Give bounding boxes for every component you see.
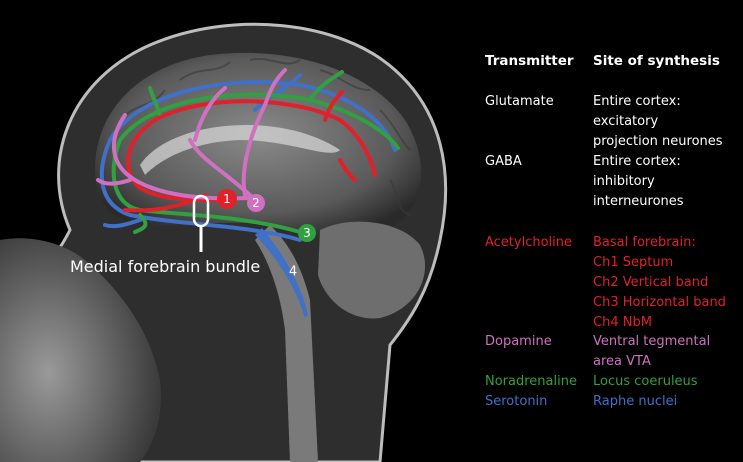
row-acetylcholine-site: Basal forebrain: Ch1 Septum Ch2 Vertical… bbox=[593, 235, 726, 330]
brainstem bbox=[255, 225, 318, 462]
row-serotonin-site: Raphe nuclei bbox=[593, 394, 678, 409]
row-dopamine-transmitter: Dopamine bbox=[485, 334, 552, 349]
row-noradrenaline-site: Locus coeruleus bbox=[593, 374, 698, 389]
cerebellum bbox=[318, 221, 426, 319]
mri-sagittal-scan: 1 2 3 4 bbox=[0, 22, 448, 462]
corpus-callosum bbox=[140, 124, 340, 175]
nucleus-1-marker: 1 bbox=[217, 189, 237, 209]
row-gaba-transmitter: GABA bbox=[485, 154, 522, 169]
nucleus-3-label: 3 bbox=[303, 226, 311, 240]
header-transmitter: Transmitter bbox=[485, 53, 574, 69]
serotonin-pathway bbox=[99, 73, 397, 242]
row-glutamate-transmitter: Glutamate bbox=[485, 94, 554, 109]
gyri-texture bbox=[119, 57, 411, 216]
nucleus-3-marker: 3 bbox=[298, 224, 316, 242]
nucleus-1-label: 1 bbox=[223, 192, 231, 206]
row-acetylcholine-transmitter: Acetylcholine bbox=[485, 235, 573, 250]
dopamine-pathway bbox=[96, 68, 287, 202]
bundle-label: Medial forebrain bundle bbox=[70, 257, 261, 276]
serotonin-stream bbox=[255, 228, 308, 318]
row-dopamine-site: Ventral tegmental area VTA bbox=[593, 334, 711, 369]
face-region bbox=[0, 238, 161, 462]
row-serotonin-transmitter: Serotonin bbox=[485, 394, 548, 409]
nucleus-2-marker: 2 bbox=[247, 194, 265, 212]
row-noradrenaline-transmitter: Noradrenaline bbox=[485, 374, 577, 389]
header-site: Site of synthesis bbox=[593, 53, 720, 69]
row-glutamate-site: Entire cortex: excitatory projection neu… bbox=[593, 94, 723, 149]
nucleus-4-label: 4 bbox=[289, 265, 297, 280]
row-gaba-site: Entire cortex: inhibitory interneurones bbox=[593, 154, 684, 209]
nucleus-4-marker: 4 bbox=[289, 265, 297, 280]
nucleus-2-label: 2 bbox=[252, 196, 260, 210]
medial-forebrain-bundle-marker bbox=[192, 194, 210, 252]
